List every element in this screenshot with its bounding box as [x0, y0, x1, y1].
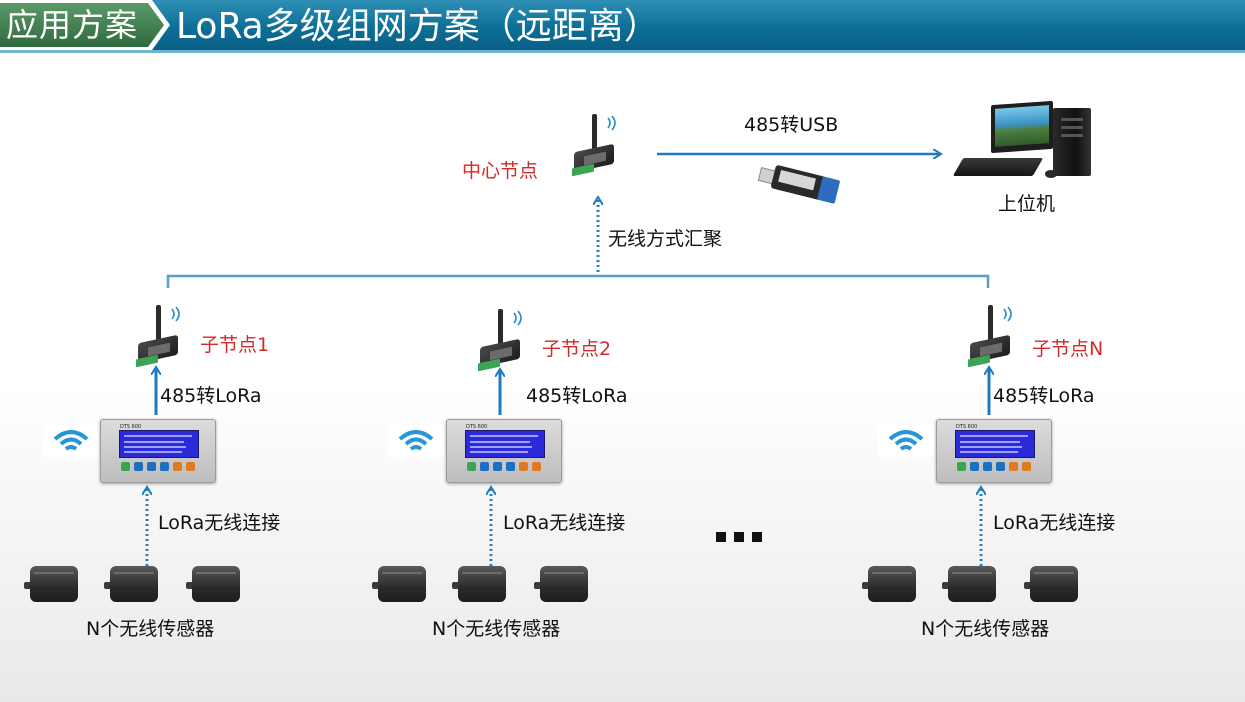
panel-model-label: DTS 600	[956, 424, 978, 430]
title-underline	[0, 50, 1245, 53]
dts-panel-icon: DTS 600	[446, 419, 562, 483]
page-title: LoRa多级组网方案（远距离）	[176, 6, 660, 47]
wireless-sensor-icon	[186, 564, 244, 604]
usb-link-label: 485转USB	[744, 114, 839, 136]
panel-model-label: DTS 600	[120, 424, 142, 430]
wireless-link-label: LoRa无线连接	[503, 512, 626, 534]
sub-gateway-icon	[478, 309, 528, 375]
more-branches-ellipsis	[716, 532, 766, 542]
wifi-icon	[43, 425, 99, 457]
sub-gateway-icon	[968, 305, 1018, 371]
wireless-sensor-icon	[862, 564, 920, 604]
wireless-link-label: LoRa无线连接	[993, 512, 1116, 534]
section-tag: 应用方案	[0, 0, 172, 50]
wifi-icon	[388, 425, 444, 457]
sub-node-label: 子节点2	[542, 338, 612, 360]
sensors-label: N个无线传感器	[921, 618, 1050, 640]
panel-model-label: DTS 600	[466, 424, 488, 430]
wireless-link-label: LoRa无线连接	[158, 512, 281, 534]
title-bar	[0, 0, 1245, 50]
uplink-label: 485转LoRa	[526, 385, 628, 407]
central-gateway-icon	[572, 114, 622, 180]
sub-node-label: 子节点1	[200, 334, 270, 356]
aggregation-bus	[166, 274, 990, 288]
section-tag-shape	[0, 0, 170, 50]
uplink-label: 485转LoRa	[160, 385, 262, 407]
wireless-sensor-icon	[24, 564, 82, 604]
wireless-sensor-icon	[104, 564, 162, 604]
dts-panel-icon: DTS 600	[100, 419, 216, 483]
sub-gateway-icon	[136, 305, 186, 371]
wifi-icon	[878, 425, 934, 457]
sensors-label: N个无线传感器	[86, 618, 215, 640]
wireless-sensor-icon	[452, 564, 510, 604]
uplink-label: 485转LoRa	[993, 385, 1095, 407]
wireless-sensor-icon	[942, 564, 1000, 604]
wireless-sensor-icon	[1024, 564, 1082, 604]
aggregation-label: 无线方式汇聚	[608, 228, 723, 250]
sensors-label: N个无线传感器	[432, 618, 561, 640]
section-tag-label: 应用方案	[6, 6, 139, 44]
wireless-sensor-icon	[534, 564, 592, 604]
wireless-sensor-icon	[372, 564, 430, 604]
dts-panel-icon: DTS 600	[936, 419, 1052, 483]
pc-label: 上位机	[998, 193, 1056, 215]
sub-node-label: 子节点N	[1032, 338, 1104, 360]
central-node-label: 中心节点	[462, 160, 539, 182]
